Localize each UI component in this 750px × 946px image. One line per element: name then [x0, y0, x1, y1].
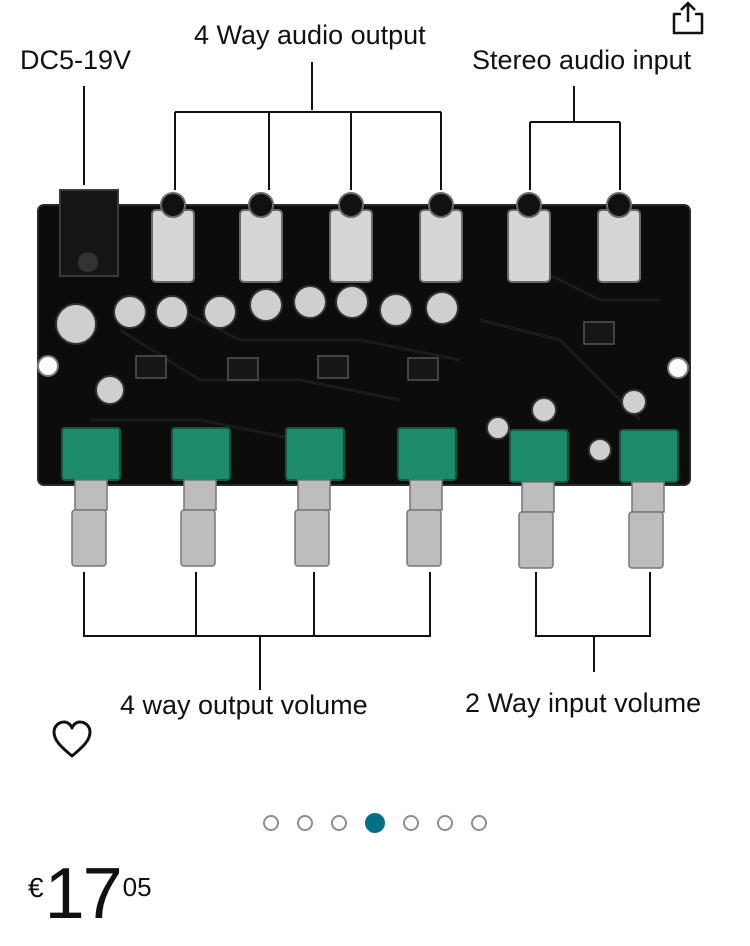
- audio-jack-2: [239, 192, 283, 283]
- carousel-dot[interactable]: [263, 815, 279, 831]
- carousel-dot[interactable]: [437, 815, 453, 831]
- carousel-dot[interactable]: [471, 815, 487, 831]
- share-icon: [672, 1, 704, 35]
- audio-jack-4: [419, 192, 463, 283]
- label-power: DC5-19V: [20, 45, 132, 75]
- heart-icon: [52, 720, 92, 758]
- product-image-gallery[interactable]: DC5-19V 4 Way audio output Stereo audio …: [0, 0, 750, 780]
- carousel-dot[interactable]: [365, 813, 385, 833]
- carousel-dot[interactable]: [403, 815, 419, 831]
- carousel-dot[interactable]: [297, 815, 313, 831]
- label-audio-output: 4 Way audio output: [194, 20, 426, 50]
- audio-jack-5: [507, 192, 551, 283]
- pot-1: [61, 427, 121, 481]
- label-audio-input: Stereo audio input: [472, 45, 692, 75]
- audio-jack-3: [329, 192, 373, 283]
- pot-3: [285, 427, 345, 481]
- price-whole: 17: [44, 854, 123, 934]
- share-button[interactable]: [668, 0, 708, 36]
- pot-4: [397, 427, 457, 481]
- price-fraction: 05: [122, 872, 152, 902]
- price-currency: €: [28, 872, 44, 903]
- label-output-volume: 4 way output volume: [120, 690, 368, 720]
- wishlist-button[interactable]: [50, 718, 94, 762]
- product-image: [37, 62, 691, 690]
- pot-2: [171, 427, 231, 481]
- pot-6: [619, 429, 679, 483]
- annotation-lines: [83, 62, 651, 690]
- label-input-volume: 2 Way input volume: [465, 688, 702, 718]
- carousel-indicator[interactable]: [0, 812, 750, 834]
- audio-jack-1: [151, 192, 195, 283]
- carousel-dot[interactable]: [331, 815, 347, 831]
- audio-jack-6: [597, 192, 641, 283]
- price: € 17 05: [28, 858, 152, 938]
- pot-5: [509, 429, 569, 483]
